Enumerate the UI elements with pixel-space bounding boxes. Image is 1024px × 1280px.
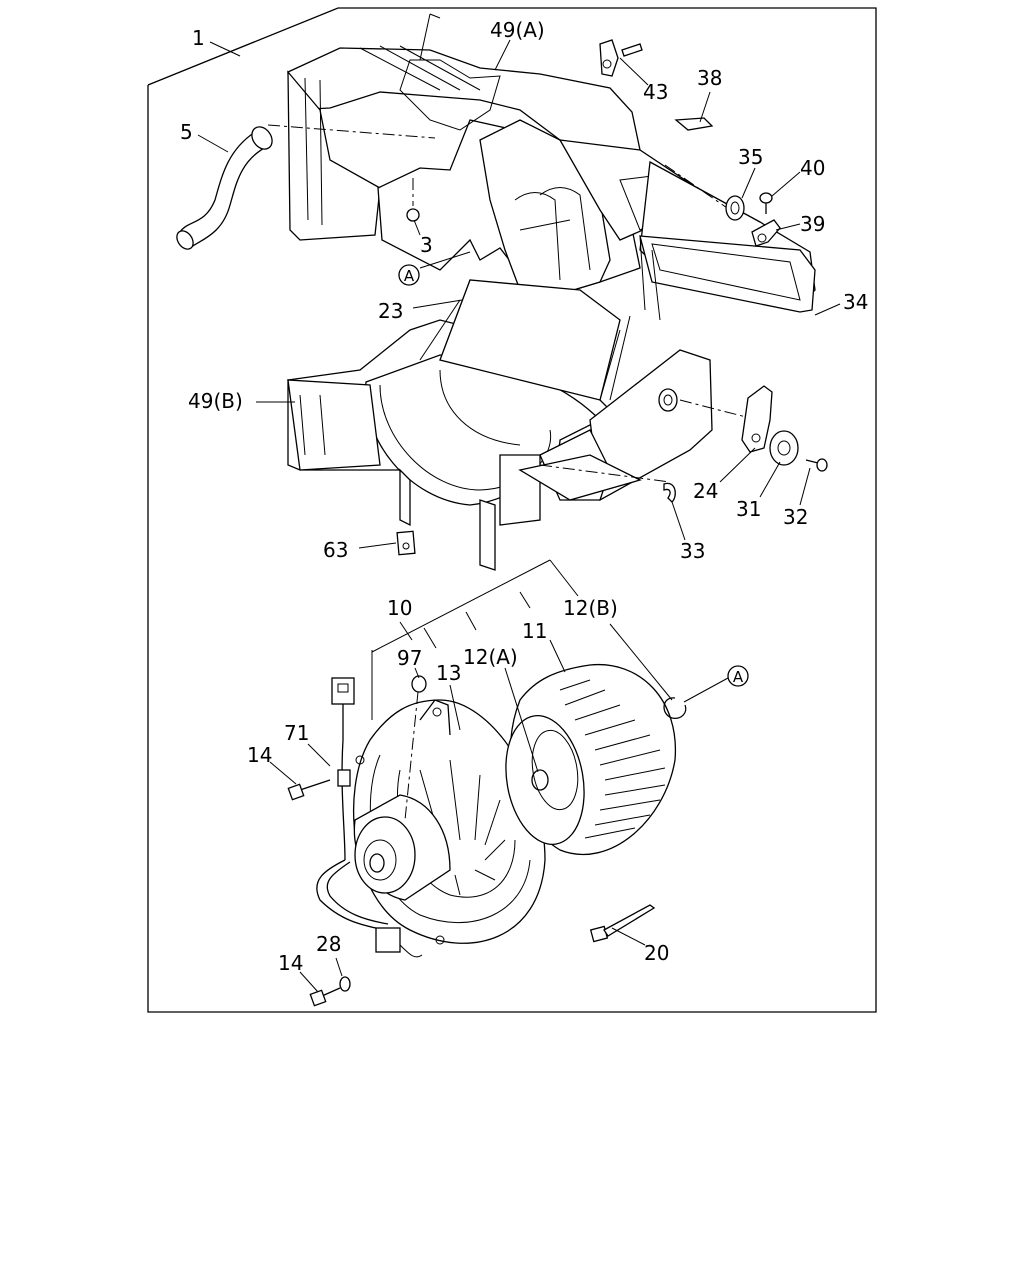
label-34: 34: [843, 290, 868, 314]
label-1: 1: [192, 26, 205, 50]
label-49a: 49(A): [490, 18, 545, 42]
label-32: 32: [783, 505, 808, 529]
label-40: 40: [800, 156, 825, 180]
blower-motor-10: [353, 691, 546, 945]
label-71: 71: [284, 721, 309, 745]
label-38: 38: [697, 66, 722, 90]
label-24: 24: [693, 479, 718, 503]
label-43: 43: [643, 80, 668, 104]
screw-40: [759, 192, 773, 214]
leader-lines: [197, 39, 841, 993]
cable-tie-20: [589, 904, 656, 943]
marker-a-lower: A: [727, 665, 749, 687]
label-14-bottom: 14: [278, 951, 303, 975]
washer-28: [339, 976, 351, 992]
part-labels: 1 49(A) 43 38 5 35 40 39 3 34 23 49(B) 2…: [180, 18, 868, 975]
screw-3: [406, 178, 420, 222]
clip-12b: [663, 697, 687, 719]
screw-32: [805, 458, 828, 472]
clip-43: [599, 39, 643, 77]
svg-text:A: A: [404, 267, 415, 285]
grommet-35: [725, 195, 745, 221]
clip-33: [663, 482, 676, 503]
bolt-14-top: [287, 779, 331, 801]
label-11: 11: [522, 619, 547, 643]
clamp-39: [751, 219, 781, 247]
label-28: 28: [316, 932, 341, 956]
seal-38: [674, 117, 714, 131]
label-23: 23: [378, 299, 403, 323]
label-10: 10: [387, 596, 412, 620]
fan-wheel-11: [505, 663, 677, 856]
label-35: 35: [738, 145, 763, 169]
label-12a: 12(A): [463, 645, 518, 669]
label-33: 33: [680, 539, 705, 563]
label-14-top: 14: [247, 743, 272, 767]
marker-a-upper: A: [398, 264, 420, 286]
label-49b: 49(B): [188, 389, 243, 413]
pad-63: [396, 530, 416, 556]
evaporator-34: [639, 160, 816, 321]
label-20: 20: [644, 941, 669, 965]
svg-text:A: A: [733, 668, 744, 686]
bushing: [658, 388, 678, 412]
assembly-frame: [147, 7, 877, 1013]
label-13: 13: [436, 661, 461, 685]
label-3: 3: [420, 233, 433, 257]
clip-12a: [531, 769, 549, 791]
lever-24: [741, 385, 773, 453]
gear-31: [769, 430, 799, 466]
harness-71: [316, 677, 423, 958]
fan-blades: [559, 679, 666, 839]
lower-case-49b: [287, 299, 713, 571]
duct-23: [439, 279, 631, 401]
label-63: 63: [323, 538, 348, 562]
bolt-14-bottom: [309, 987, 341, 1007]
label-5: 5: [180, 120, 193, 144]
label-39: 39: [800, 212, 825, 236]
grommet-97: [411, 675, 427, 693]
label-12b: 12(B): [563, 596, 618, 620]
label-97: 97: [397, 646, 422, 670]
label-31: 31: [736, 497, 761, 521]
drain-hose-5: [176, 126, 273, 250]
upper-case-49a: [287, 13, 701, 301]
